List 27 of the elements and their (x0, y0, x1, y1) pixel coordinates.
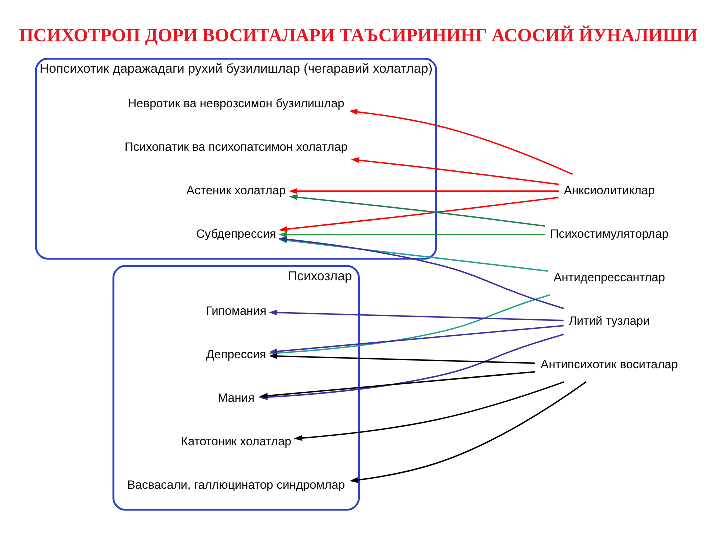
node-text: Гипомания (206, 303, 267, 318)
node-text: Васвасали, галлюцинатор синдромлар (128, 477, 346, 492)
node-text: Субдепрессия (196, 226, 276, 240)
node-text: Невротик ва неврозсимон бузилишлар (128, 96, 345, 110)
arrow (279, 196, 559, 232)
arrow (289, 188, 559, 194)
node-text: Литий тузлари (569, 314, 650, 328)
node-text: Катотоник холатлар (181, 434, 292, 448)
arrow (260, 370, 536, 398)
node-text: Антидепрессантлар (554, 270, 666, 284)
arrow (278, 231, 546, 238)
arrow (269, 309, 564, 321)
arrow (289, 194, 546, 227)
node-text: Мания (218, 390, 255, 404)
arrow (269, 352, 536, 364)
node-text: Астеник холатлар (186, 182, 286, 197)
node-text: Депрессия (206, 346, 266, 361)
arrow (350, 381, 587, 483)
arrow (294, 380, 565, 441)
arrow (269, 324, 564, 354)
node-text: Анксиолитиклар (564, 182, 656, 197)
arrow (351, 157, 560, 185)
node-text: Психопатик ва психопатсимон холатлар (124, 139, 348, 154)
node-text: Антипсихотик воситалар (540, 357, 678, 372)
node-text: Психостимуляторлар (550, 226, 669, 240)
diagram-title: ПСИХОТРОП ДОРИ ВОСИТАЛАРИ ТАЪСИРИНИНГ АСОСИЙ ЙУНАЛИШИ (19, 24, 698, 46)
arrow (349, 108, 574, 175)
